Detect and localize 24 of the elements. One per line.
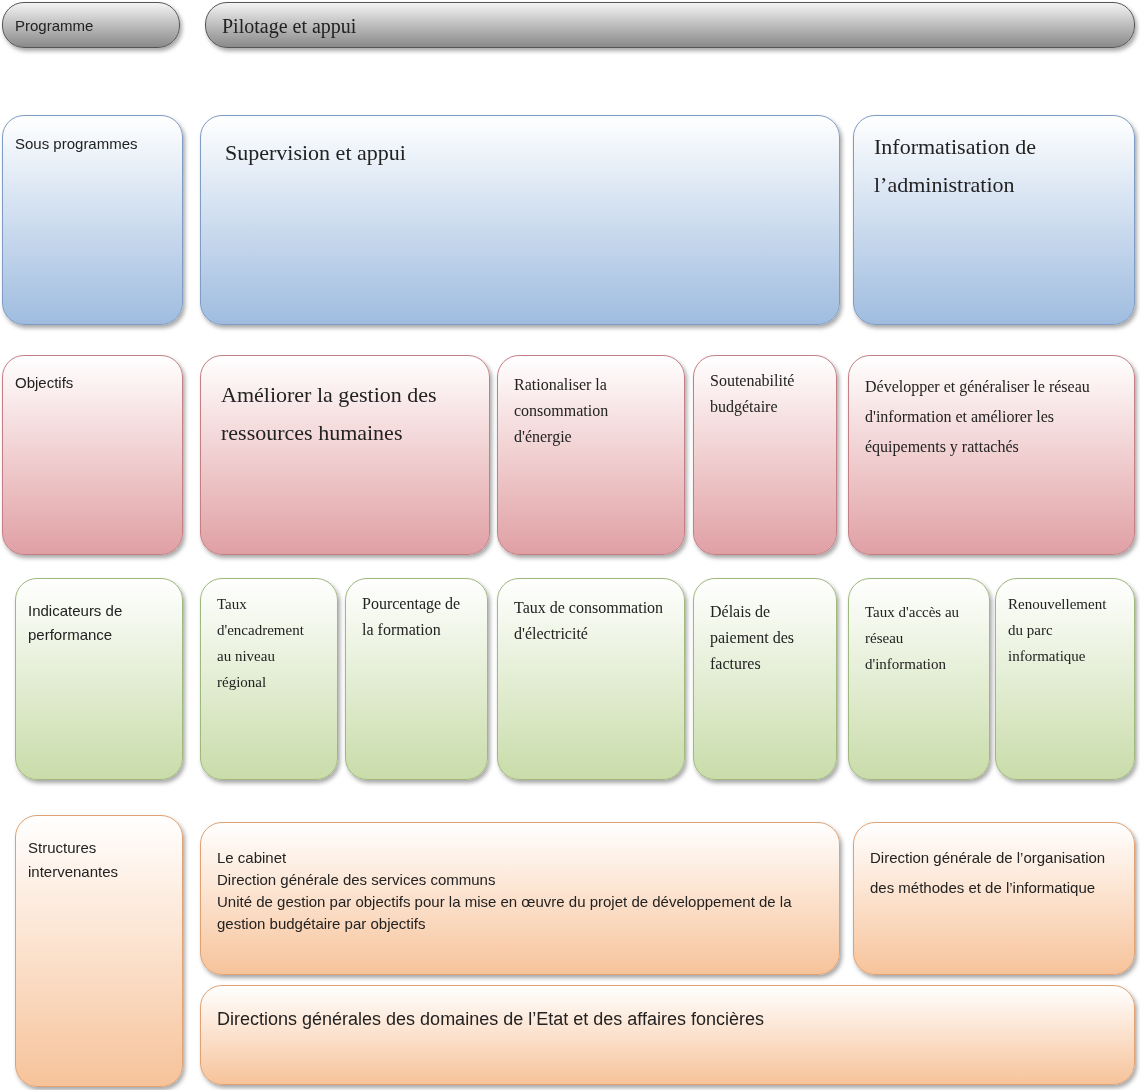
objective-box: Améliorer la gestion des ressources humaines	[200, 355, 490, 555]
subprogram-box: Supervision et appui	[200, 115, 840, 325]
structure-box: Directions générales des domaines de l’Etat et des affaires foncières	[200, 985, 1135, 1085]
indicator-box: Pourcentage de la formation	[345, 578, 488, 780]
structure-line: Unité de gestion par objectifs pour la mise en œuvre du projet de développement de la gestion budgétaire par objectifs	[217, 892, 793, 934]
row-label-box: Indicateurs de performance	[15, 578, 183, 780]
indicator-box: Taux de consommation d'électricité	[497, 578, 685, 780]
structure-line: Direction générale des services communs	[217, 870, 497, 890]
row-label-box: Programme	[2, 2, 180, 48]
indicator-box: Taux d'accès au réseau d'information	[848, 578, 990, 780]
structure-box: Direction générale de l’organisation des méthodes et de l’informatique	[853, 822, 1135, 975]
objective-box: Soutenabilité budgétaire	[693, 355, 837, 555]
objective-box: Développer et généraliser le réseau d'information et améliorer les équipements y rattachés	[848, 355, 1135, 555]
row-label-box: Objectifs	[2, 355, 183, 555]
objective-box: Rationaliser la consommation d'énergie	[497, 355, 685, 555]
indicator-box: Renouvellement du parc informatique	[995, 578, 1135, 780]
row-label-box: Sous programmes	[2, 115, 183, 325]
row-label-box: Structures intervenantes	[15, 815, 183, 1087]
subprogram-box: Informatisation de l’administration	[853, 115, 1135, 325]
indicator-box: Taux d'encadrement au niveau régional	[200, 578, 338, 780]
program-box: Pilotage et appui	[205, 2, 1135, 48]
structure-line: Le cabinet	[217, 848, 288, 868]
structure-box	[200, 822, 840, 975]
indicator-box: Délais de paiement des factures	[693, 578, 837, 780]
